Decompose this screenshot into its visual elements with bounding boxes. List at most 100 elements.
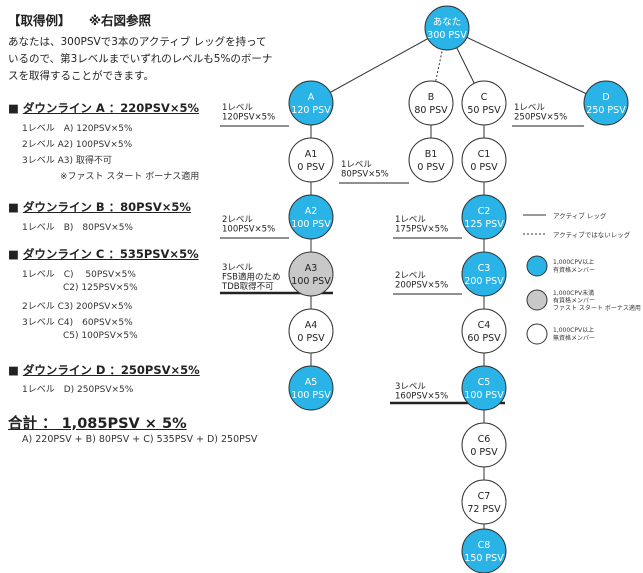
node-circle <box>288 365 334 411</box>
node-psv: 0 PSV <box>417 162 445 173</box>
node-psv: 100 PSV <box>291 276 331 287</box>
annotation-text: 1レベル <box>341 160 372 170</box>
node-psv: 120 PSV <box>291 105 331 116</box>
node-circle <box>461 251 507 297</box>
section-c-item-2: C2) 125PSV×5% <box>63 283 138 293</box>
legend-inactive-leg-label: アクティブではないレッグ <box>553 230 631 239</box>
legend-active-member-swatch <box>526 255 548 277</box>
node-circle <box>288 308 334 354</box>
section-a-title: ■ ダウンライン A ：220PSV×5% <box>8 101 200 115</box>
edge-root-A <box>310 27 448 104</box>
legend-fsb-member-label: 1,000CPV未満 <box>553 289 594 297</box>
node-psv: 250 PSV <box>586 105 626 116</box>
section-d-title: ■ ダウンライン D ：250PSV×5% <box>8 363 200 377</box>
node-circle <box>408 137 454 183</box>
total-label: 合計 ： 1,085PSV × 5% <box>8 416 187 432</box>
node-circle <box>461 194 507 240</box>
node-c1: C1 0 PSV <box>461 137 507 183</box>
node-name: B1 <box>425 149 438 160</box>
node-name: C2 <box>478 206 491 217</box>
node-name: あなた <box>433 17 462 28</box>
annotation-text: 2レベル <box>395 271 426 281</box>
node-psv: 80 PSV <box>414 105 448 116</box>
annotation-text: 175PSV×5% <box>395 225 448 235</box>
node-c: C 50 PSV <box>461 80 507 126</box>
node-psv: 0 PSV <box>297 333 325 344</box>
node-psv: 300 PSV <box>427 30 467 41</box>
node-circle <box>288 251 334 297</box>
node-c5: C5 100 PSV <box>461 365 507 411</box>
node-name: B <box>428 92 435 103</box>
legend-active-member-label: 1,000CPV以上 <box>553 258 594 266</box>
legend-fsb-member-swatch <box>526 289 548 311</box>
node-a4: A40 PSV <box>288 308 334 354</box>
node-name: A <box>308 92 315 103</box>
annotation-text: FSB適用のため <box>222 272 280 283</box>
node-circle <box>461 479 507 525</box>
annotation-text: 3レベル <box>222 263 253 273</box>
node-psv: 100 PSV <box>291 219 331 230</box>
node-circle <box>288 80 334 126</box>
example-heading: 【取得例】 ※右図参照 <box>8 10 151 29</box>
node-name: A5 <box>305 377 318 388</box>
node-b1: B1 0 PSV <box>408 137 454 183</box>
legend-fsb-member-label: 有資格メンバー <box>553 297 595 305</box>
node-a2: A2 100 PSV <box>288 194 334 240</box>
annotation-text: 160PSV×5% <box>395 392 448 402</box>
node-name: C5 <box>478 377 491 388</box>
node-psv: 0 PSV <box>470 447 498 458</box>
node-circle <box>583 80 629 126</box>
node-c4: C4 60 PSV <box>461 308 507 354</box>
node-psv: 200 PSV <box>464 276 504 287</box>
legend-layer: アクティブ レッグアクティブではないレッグ1,000CPV以上有資格メンバー1,… <box>523 211 641 345</box>
legend-plain-member-swatch <box>526 323 548 345</box>
annotation-text: 2レベル <box>222 215 253 225</box>
intro-text: あなたは、300PSVで3本のアクティブ レッグを持っているので、第3レベルまで… <box>8 36 273 82</box>
node-psv: 0 PSV <box>297 162 325 173</box>
section-b-title: ■ ダウンライン B ：80PSV×5% <box>8 200 191 214</box>
node-name: C8 <box>478 540 491 551</box>
annotation-text: 1レベル <box>222 103 253 113</box>
node-name: C7 <box>478 491 491 502</box>
node-psv: 50 PSV <box>467 105 501 116</box>
node-psv: 60 PSV <box>467 333 501 344</box>
node-name: A2 <box>305 206 318 217</box>
section-c-item-5: C5) 100PSV×5% <box>63 331 138 341</box>
section-a-item-2: 2レベル A2) 100PSV×5% <box>22 140 133 150</box>
node-circle <box>461 137 507 183</box>
node-psv: 150 PSV <box>464 553 504 564</box>
node-name: D <box>602 92 609 103</box>
node-psv: 100 PSV <box>464 390 504 401</box>
edge-root-D <box>446 27 607 104</box>
annotation-text: 1レベル <box>514 103 545 113</box>
node-a: A 120 PSV <box>288 80 334 126</box>
node-name: C4 <box>478 320 491 331</box>
section-d-item-1: 1レベル D) 250PSV×5% <box>22 385 134 395</box>
node-name: A3 <box>305 263 318 274</box>
node-c6: C60 PSV <box>461 422 507 468</box>
node-circle <box>424 5 470 51</box>
section-c-item-4: 3レベル C4) 60PSV×5% <box>22 318 133 328</box>
legend-plain-member-label: 無資格メンバー <box>553 334 595 342</box>
node-psv: 72 PSV <box>467 504 501 515</box>
node-name: C <box>481 92 488 103</box>
annotation-text: TDB取得不可 <box>221 281 274 292</box>
node-d: D 250 PSV <box>583 80 629 126</box>
heading-label: 【取得例】 <box>8 13 71 28</box>
node-circle <box>461 422 507 468</box>
node-name: C1 <box>478 149 491 160</box>
section-b-item-1: 1レベル B) 80PSV×5% <box>22 223 133 233</box>
node-psv: 0 PSV <box>470 162 498 173</box>
legend-fsb-member-label: ファスト スタート ボーナス適用 <box>553 304 641 312</box>
node-circle <box>288 137 334 183</box>
